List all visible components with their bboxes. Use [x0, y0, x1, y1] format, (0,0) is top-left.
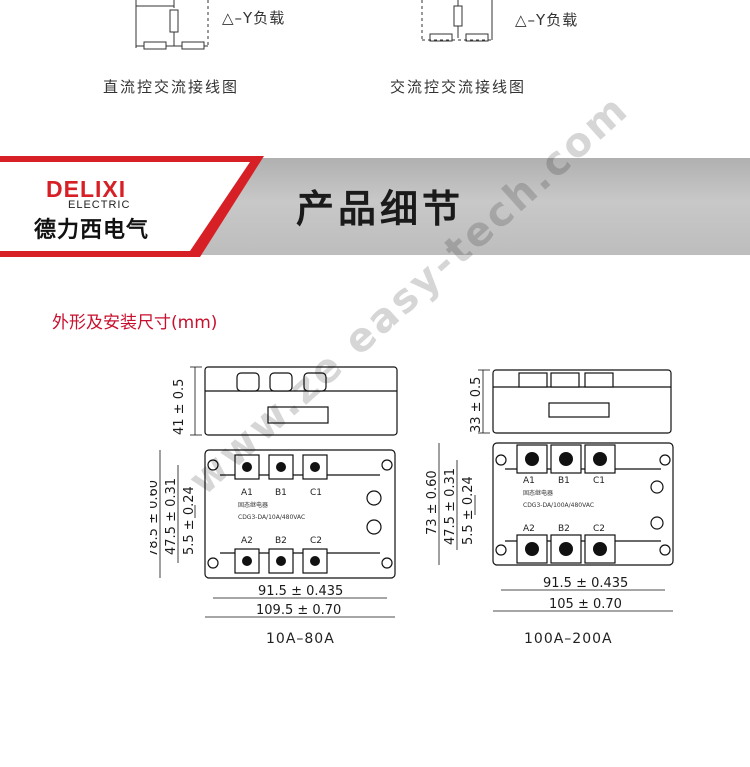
left-load-label: △–Y负载 — [222, 9, 286, 27]
right-wiring-diagram — [421, 0, 493, 42]
right-height-small: 5.5 ± 0.24 — [461, 476, 476, 545]
brand-logo-sub: ELECTRIC — [68, 199, 131, 211]
right-side-view — [492, 369, 672, 434]
left-height-small: 5.5 ± 0.24 — [182, 486, 197, 555]
right-terminal-C1: C1 — [593, 476, 605, 486]
right-terminal-B2: B2 — [558, 524, 570, 534]
brand-logo-cn: 德力西电气 — [34, 218, 150, 243]
brand-logo-en: DELIXI — [46, 176, 127, 202]
left-terminal-C2: C2 — [310, 536, 322, 546]
left-horizontal-dims — [205, 597, 395, 618]
right-terminal-A2: A2 — [523, 524, 535, 534]
right-horizontal-dims — [493, 589, 673, 612]
banner-title: 产品细节 — [296, 187, 465, 231]
right-top-height-dim — [478, 369, 490, 434]
left-width-inner: 91.5 ± 0.435 — [258, 584, 343, 599]
left-wiring-diagram — [135, 0, 209, 50]
left-terminal-A2: A2 — [241, 536, 253, 546]
left-height-total: 78.5 ± 0.60 — [150, 480, 161, 557]
left-width-outer: 109.5 ± 0.70 — [256, 603, 341, 618]
left-terminal-B1: B1 — [275, 488, 287, 498]
right-height-total: 73 ± 0.60 — [425, 470, 440, 535]
left-top-height-dim — [190, 366, 202, 436]
logo-panel — [0, 156, 264, 257]
left-product-name: 固态继电器 — [238, 501, 268, 509]
section-title: 外形及安装尺寸(mm) — [52, 313, 218, 333]
left-model: CDG3-DA/10A/480VAC — [238, 514, 305, 521]
right-height-mid: 47.5 ± 0.31 — [443, 468, 458, 545]
right-vertical-dims — [438, 443, 476, 565]
left-top-height-text: 41 ± 0.5 — [172, 379, 187, 435]
left-caption: 直流控交流接线图 — [103, 78, 240, 96]
right-model: CDG3-DA/100A/480VAC — [523, 502, 594, 509]
left-dimension-drawing: 41 ± 0.5 A1 B1 C1 A2 B2 C2 固态继电器 CDG3-DA… — [150, 366, 398, 618]
left-terminal-C1: C1 — [310, 488, 322, 498]
left-terminal-A1: A1 — [241, 488, 253, 498]
left-terminal-screws — [242, 462, 320, 566]
right-terminal-screws — [525, 452, 607, 556]
right-width-outer: 105 ± 0.70 — [549, 597, 622, 612]
left-terminal-B2: B2 — [275, 536, 287, 546]
right-model-range: 100A–200A — [524, 631, 613, 647]
right-terminal-A1: A1 — [523, 476, 535, 486]
right-width-inner: 91.5 ± 0.435 — [543, 576, 628, 591]
right-product-name: 固态继电器 — [523, 489, 553, 497]
left-height-mid: 47.5 ± 0.31 — [164, 478, 179, 555]
right-caption: 交流控交流接线图 — [390, 78, 527, 96]
right-top-height-text: 33 ± 0.5 — [469, 377, 484, 433]
right-terminal-C2: C2 — [593, 524, 605, 534]
left-model-range: 10A–80A — [266, 631, 335, 647]
right-dimension-drawing: 33 ± 0.5 A1 B1 C1 A2 B2 C2 固态继电器 CDG3-DA… — [425, 369, 674, 612]
right-load-label: △–Y负载 — [515, 11, 579, 29]
left-vertical-dims — [159, 450, 196, 578]
product-detail-banner: DELIXI ELECTRIC 德力西电气 产品细节 — [0, 156, 750, 257]
left-side-view — [204, 366, 398, 436]
right-terminal-B1: B1 — [558, 476, 570, 486]
